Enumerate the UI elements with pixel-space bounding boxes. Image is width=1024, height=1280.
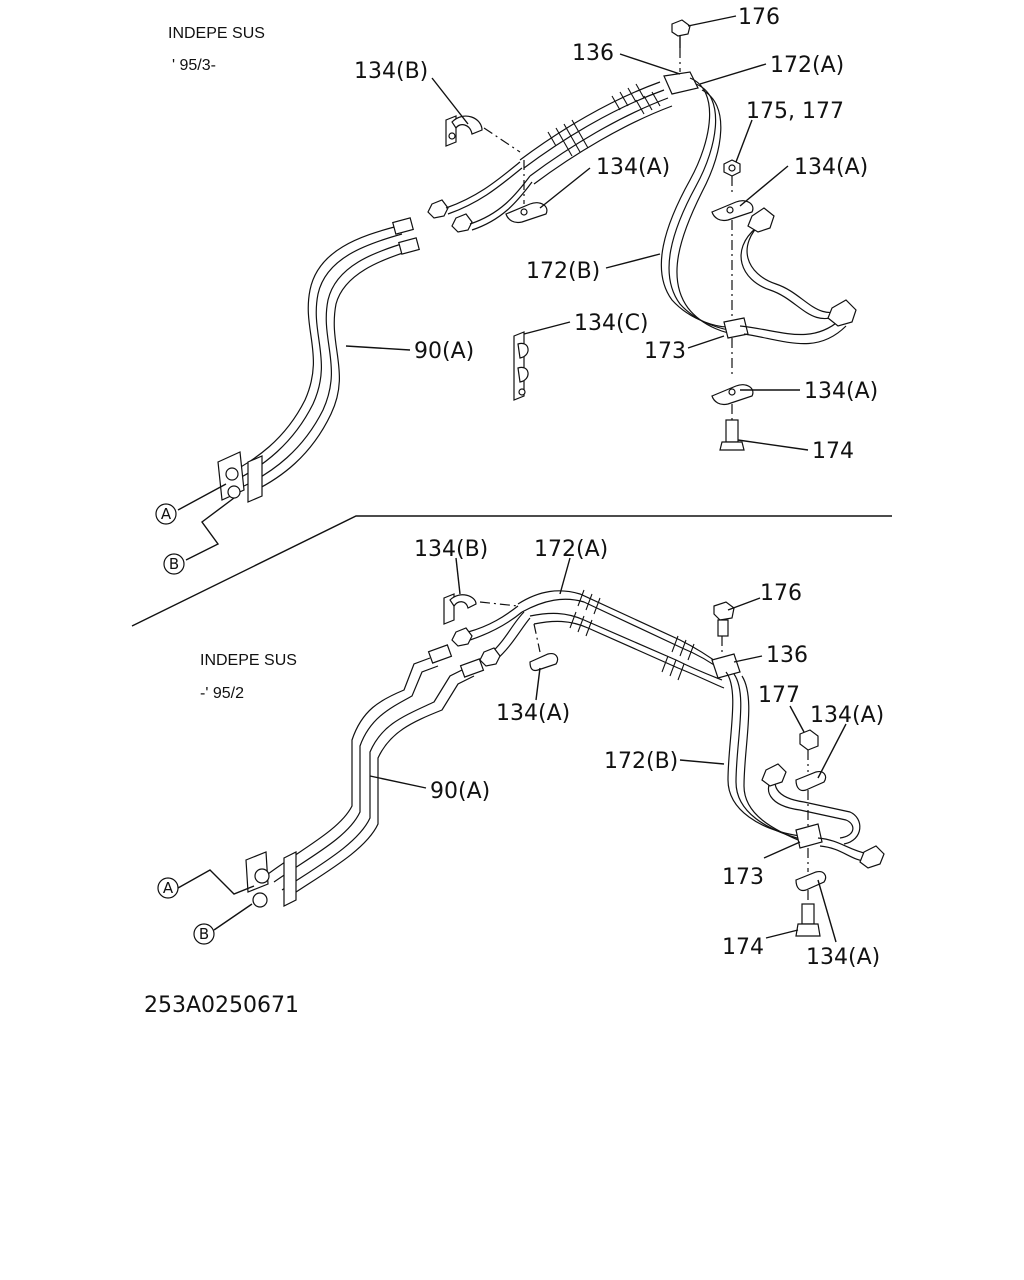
lower-bolt-174: [795, 903, 821, 937]
lower-label-136: 136: [766, 643, 808, 668]
upper-hose-assembly: [519, 71, 857, 345]
lower-variant-date: -' 95/2: [200, 685, 244, 702]
lower-leaders: [177, 557, 847, 943]
upper-label-173: 173: [644, 339, 686, 364]
upper-nut-175-177: [723, 159, 741, 177]
upper-clip-134a-3: [711, 384, 754, 406]
upper-clip-134a-1: [505, 202, 548, 224]
lower-clip-134a-1: [529, 653, 559, 672]
upper-clip-134a-2: [711, 200, 754, 222]
lower-pipe-fittings: [427, 627, 501, 678]
lower-label-173: 173: [722, 865, 764, 890]
lower-clip-134b: [443, 593, 477, 625]
lower-ref-a: A: [163, 879, 174, 897]
upper-label-134c: 134(C): [574, 311, 649, 336]
drawing-number: 253A0250671: [144, 993, 299, 1018]
upper-label-172a: 172(A): [770, 53, 844, 78]
lower-pipe-90a: [267, 605, 531, 897]
lower-ref-b-circle: [193, 923, 215, 945]
lower-label-174: 174: [722, 935, 764, 960]
upper-variant-title: INDEPE SUS: [168, 25, 265, 42]
upper-label-172b: 172(B): [526, 259, 600, 284]
upper-label-176: 176: [738, 5, 780, 30]
upper-pipe-fittings: [392, 161, 533, 255]
lower-clip-134a-2: [795, 771, 827, 792]
upper-label-136: 136: [572, 41, 614, 66]
lower-label-134b: 134(B): [414, 537, 488, 562]
lower-mount-bracket: [245, 851, 297, 908]
upper-bolt-176: [671, 19, 691, 48]
upper-label-175-177: 175, 177: [746, 99, 844, 124]
upper-leaders: [177, 15, 809, 561]
lower-clip-134a-3: [795, 871, 827, 892]
upper-variant-date: ' 95/3-: [172, 57, 216, 74]
upper-bolt-174: [719, 419, 745, 451]
upper-label-134b: 134(B): [354, 59, 428, 84]
upper-label-134a-1: 134(A): [596, 155, 670, 180]
view-divider: [131, 515, 892, 627]
upper-clip-134c: [513, 331, 529, 401]
lower-ref-a-circle: [157, 877, 179, 899]
lower-ref-b: B: [199, 925, 209, 943]
upper-ref-a: A: [161, 505, 172, 523]
upper-view: INDEPE SUS ' 95/3-: [155, 5, 878, 575]
upper-pipe-90a: [227, 225, 413, 493]
upper-label-174: 174: [812, 439, 854, 464]
lower-label-90a: 90(A): [430, 779, 490, 804]
lower-hose-assembly: [517, 589, 885, 869]
upper-label-134a-3: 134(A): [804, 379, 878, 404]
upper-ref-b-circle: [163, 553, 185, 575]
lower-label-172b: 172(B): [604, 749, 678, 774]
lower-label-134a-1: 134(A): [496, 701, 570, 726]
upper-clip-134b: [445, 115, 483, 147]
lower-label-134a-3: 134(A): [806, 945, 880, 970]
upper-ref-a-circle: [155, 503, 177, 525]
lower-variant-title: INDEPE SUS: [200, 652, 297, 669]
upper-label-90a: 90(A): [414, 339, 474, 364]
lower-label-176: 176: [760, 581, 802, 606]
lower-label-177: 177: [758, 683, 800, 708]
upper-mount-bracket: [217, 451, 263, 503]
upper-label-134a-2: 134(A): [794, 155, 868, 180]
lower-label-134a-2: 134(A): [810, 703, 884, 728]
lower-nut-177: [799, 729, 819, 751]
lower-bolt-176: [713, 601, 735, 637]
upper-ref-b: B: [169, 555, 179, 573]
lower-view: INDEPE SUS -' 95/2: [157, 537, 885, 970]
lower-label-172a: 172(A): [534, 537, 608, 562]
